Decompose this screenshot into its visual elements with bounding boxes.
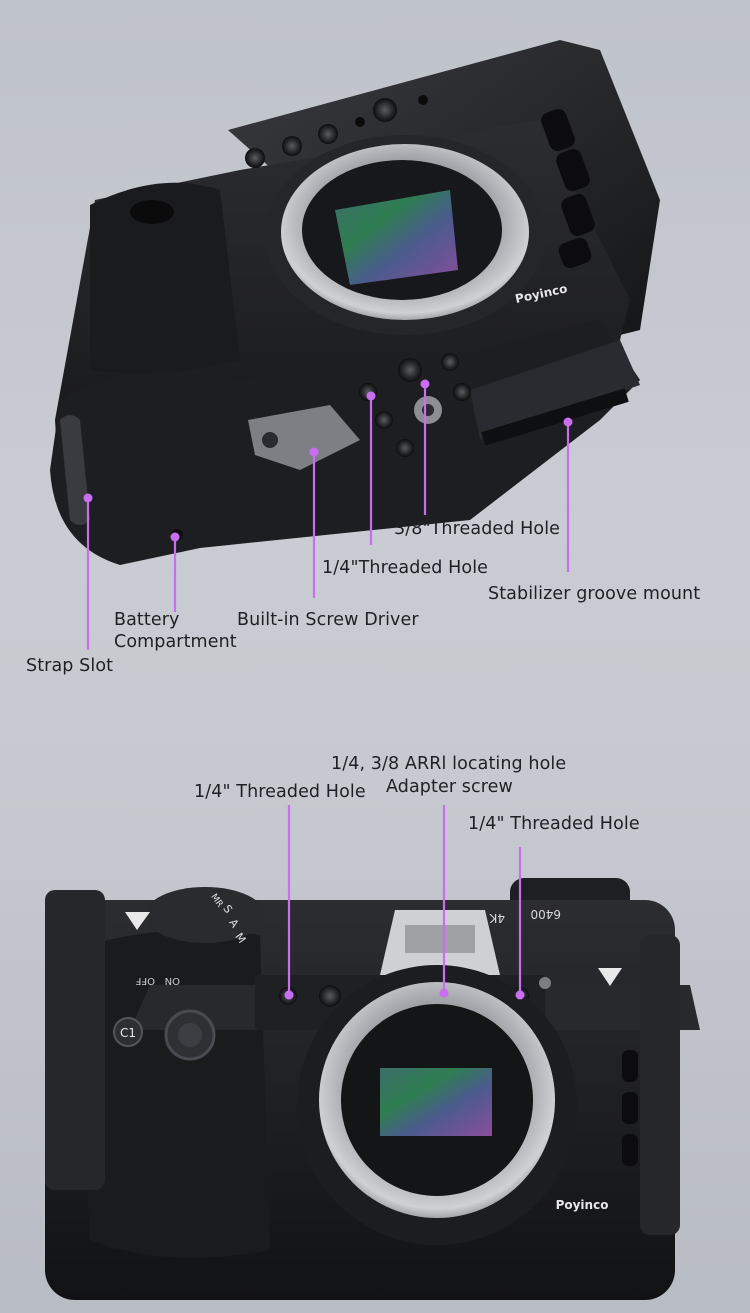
svg-text:4K: 4K: [488, 911, 505, 925]
label-arri-line1: 1/4, 3/8 ARRl locating hole: [331, 754, 567, 774]
label-battery-line1: Battery: [114, 610, 180, 630]
label-stabilizer-groove: Stabilizer groove mount: [488, 584, 701, 604]
lens-mount-top: [265, 135, 545, 335]
label-14-threaded-hole: 1/4"Threaded Hole: [322, 558, 489, 578]
label-screw-driver: Built-in Screw Driver: [237, 610, 419, 630]
label-38-threaded-hole: 3/8"Threaded Hole: [394, 519, 561, 539]
svg-text:6400: 6400: [530, 907, 561, 921]
screw-driver: [248, 405, 360, 470]
mode-dial: [145, 887, 265, 943]
image-sensor: [335, 190, 458, 285]
bottom-camera-photo: A S M MR ON OFF C1 4K 6400: [45, 878, 700, 1300]
top-camera-photo: Poyinco: [50, 40, 660, 565]
label-arri-line2: Adapter screw: [386, 777, 513, 797]
label-battery-line2: Compartment: [114, 632, 237, 652]
brand-logo-bottom: Poyinco: [556, 1198, 609, 1212]
brand-triangle-icon: [598, 968, 622, 986]
svg-text:ON: ON: [165, 975, 180, 986]
lens-mount-bottom: [297, 965, 577, 1245]
bottom-callout-lines: [284, 805, 525, 1000]
stabilizer-groove: [481, 388, 629, 446]
svg-text:OFF: OFF: [135, 975, 155, 986]
label-strap-slot: Strap Slot: [26, 656, 114, 676]
c1-button: [113, 1017, 143, 1047]
svg-text:C1: C1: [120, 1026, 136, 1040]
top-callout-lines: [83, 379, 573, 650]
top-plate-holes: [245, 95, 428, 168]
image-sensor: [380, 1068, 492, 1136]
brand-triangle-icon: [125, 912, 150, 930]
label-right-threaded-hole: 1/4" Threaded Hole: [468, 814, 640, 834]
label-left-threaded-hole: 1/4" Threaded Hole: [194, 782, 366, 802]
